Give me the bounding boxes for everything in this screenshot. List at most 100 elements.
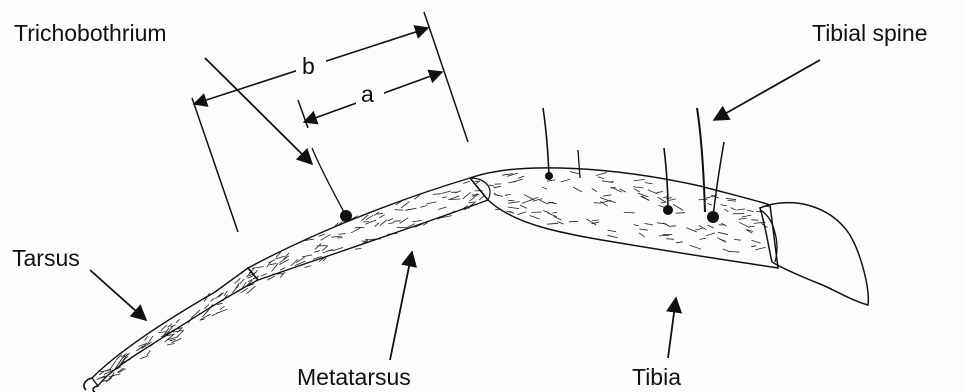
leg-hair	[670, 226, 676, 227]
dimension-b-extension-left	[192, 98, 238, 232]
leg-hair	[388, 219, 394, 222]
leg-hair	[675, 213, 685, 214]
dimension-a-extension-left	[298, 100, 308, 128]
leg-hair	[633, 187, 643, 188]
leg-hair	[261, 274, 267, 277]
leg-hair	[505, 194, 511, 195]
tarsus-segment	[92, 268, 258, 386]
leg-hair	[517, 212, 526, 215]
leg-hair	[608, 235, 618, 238]
leg-hair	[489, 185, 495, 186]
leg-hair	[377, 213, 383, 214]
leg-hair	[561, 179, 570, 182]
label-dimension-b: b	[302, 55, 315, 78]
leg-hair	[592, 220, 599, 221]
leg-hair	[739, 218, 747, 219]
leg-hair	[673, 205, 683, 211]
leg-hair	[200, 314, 210, 320]
trichobothrium-pointer	[205, 58, 312, 164]
leg-hair	[739, 222, 750, 228]
leg-hair	[598, 177, 604, 179]
leg-hair	[405, 208, 416, 210]
leg-hair	[508, 200, 514, 201]
leg-hair	[365, 220, 376, 224]
leg-hair	[338, 234, 345, 235]
leg-hair	[666, 239, 674, 240]
leg-hair	[247, 276, 252, 278]
leg-hair	[302, 255, 312, 257]
leg-hair	[322, 246, 328, 252]
leg-hair	[494, 195, 503, 197]
leg-hair	[240, 279, 245, 284]
leg-hair	[752, 240, 761, 243]
leg-hair	[494, 186, 501, 188]
leg-hair	[315, 244, 321, 250]
leg-hair	[216, 309, 227, 313]
leg-hair	[603, 195, 612, 196]
leg-hair	[140, 356, 149, 359]
leg-hair	[648, 190, 658, 194]
leg-hair	[747, 210, 754, 211]
leg-hair	[658, 197, 667, 202]
leg-hair	[305, 266, 312, 268]
tibial-spine	[697, 108, 705, 212]
leg-hair	[211, 298, 215, 301]
leg-hair	[427, 202, 437, 204]
leg-hair	[669, 199, 676, 200]
leg-hair	[270, 263, 277, 264]
leg-hair	[314, 251, 320, 253]
leg-hair	[412, 221, 421, 222]
leg-hair	[379, 215, 384, 218]
leg-hair	[706, 233, 715, 236]
leg-hair	[518, 176, 524, 178]
leg-hair	[751, 246, 756, 247]
tibial-seta-1	[543, 108, 549, 176]
leg-hair	[718, 232, 728, 234]
leg-hair	[700, 238, 707, 240]
leg-hair	[634, 225, 639, 226]
leg-hair	[707, 204, 712, 206]
leg-hair	[508, 207, 519, 209]
tarsus-pointer	[90, 270, 146, 320]
leg-hair	[463, 192, 471, 199]
leg-hair	[400, 218, 409, 224]
label-tarsus: Tarsus	[12, 247, 80, 270]
leg-hair	[639, 233, 645, 237]
leg-hair	[676, 242, 683, 243]
leg-hair	[639, 229, 648, 230]
leg-hair	[167, 344, 175, 346]
leg-hair	[172, 338, 182, 342]
leg-hair	[235, 278, 241, 283]
leg-hair	[661, 202, 667, 203]
leg-hair	[690, 245, 701, 249]
leg-hair	[547, 180, 555, 181]
leg-hair	[147, 351, 150, 355]
leg-hair	[530, 216, 540, 220]
leg-hair	[721, 205, 727, 206]
leg-hair	[644, 224, 653, 225]
leg-hair	[608, 230, 616, 232]
leg-hair	[695, 228, 702, 230]
leg-hair	[420, 206, 427, 208]
leg-hair	[269, 260, 275, 263]
leg-hair	[332, 236, 342, 237]
leg-hair	[547, 223, 558, 224]
leg-hair	[351, 228, 360, 233]
label-metatarsus: Metatarsus	[297, 366, 411, 389]
leg-hair	[726, 198, 736, 199]
leg-hair	[548, 213, 557, 217]
tibial-seta-4	[713, 142, 724, 217]
leg-hair	[755, 247, 766, 250]
leg-hair	[401, 202, 410, 209]
leg-hair	[176, 319, 179, 323]
metatarsus-pointer	[390, 252, 412, 360]
leg-hair	[708, 225, 714, 228]
tibia-pointer	[668, 298, 676, 358]
leg-hair	[355, 248, 361, 249]
leg-hair	[247, 286, 256, 294]
dimension-b-extension-right	[424, 12, 468, 142]
leg-hair	[442, 197, 447, 198]
leg-hair	[734, 239, 741, 240]
leg-hair	[540, 200, 549, 204]
leg-hair	[109, 374, 120, 377]
